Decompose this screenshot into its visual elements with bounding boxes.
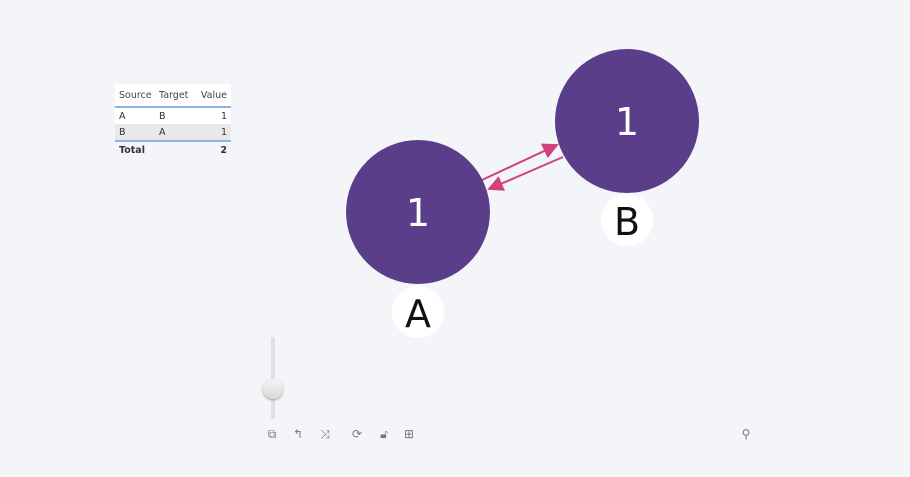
edge-a-to-b[interactable] (481, 143, 559, 181)
cell-source: B (119, 126, 126, 138)
grid-icon[interactable]: ⊞ (403, 427, 415, 441)
refresh-icon[interactable]: ⟳ (351, 427, 363, 441)
node-a[interactable]: 1 A (346, 140, 490, 338)
cell-value: 1 (220, 126, 227, 138)
total-value: 2 (220, 144, 227, 156)
header-source[interactable]: Source (119, 89, 152, 101)
table-row: A B 1 (115, 108, 231, 124)
node-b[interactable]: 1 B (555, 49, 699, 246)
table-total-row: Total 2 (115, 142, 231, 158)
header-target[interactable]: Target (159, 89, 189, 101)
shuffle-icon[interactable]: ⤨ (320, 427, 330, 441)
node-b-label: B (614, 200, 640, 244)
node-b-value: 1 (615, 100, 639, 144)
table-header: Source Target Value (115, 84, 231, 108)
cell-target: B (159, 110, 166, 122)
zoom-slider-thumb[interactable] (263, 378, 283, 399)
undo-icon[interactable]: ↰ (292, 427, 304, 441)
search-icon[interactable]: ⚲ (741, 427, 751, 441)
edge-b-to-a[interactable] (487, 156, 564, 191)
table-row: B A 1 (115, 124, 231, 142)
node-a-value: 1 (406, 191, 430, 235)
total-label: Total (119, 144, 145, 156)
unlock-icon[interactable]: 🔓︎ (380, 427, 388, 441)
cell-value: 1 (220, 110, 227, 122)
header-value[interactable]: Value (200, 89, 227, 101)
node-a-label: A (405, 292, 431, 336)
cell-source: A (119, 110, 126, 122)
data-table: Source Target Value A B 1 B A 1 Total 2 (115, 84, 231, 158)
zoom-slider[interactable] (263, 337, 283, 419)
cell-target: A (159, 126, 166, 138)
screenshot-icon[interactable]: ⧉ (267, 427, 277, 441)
